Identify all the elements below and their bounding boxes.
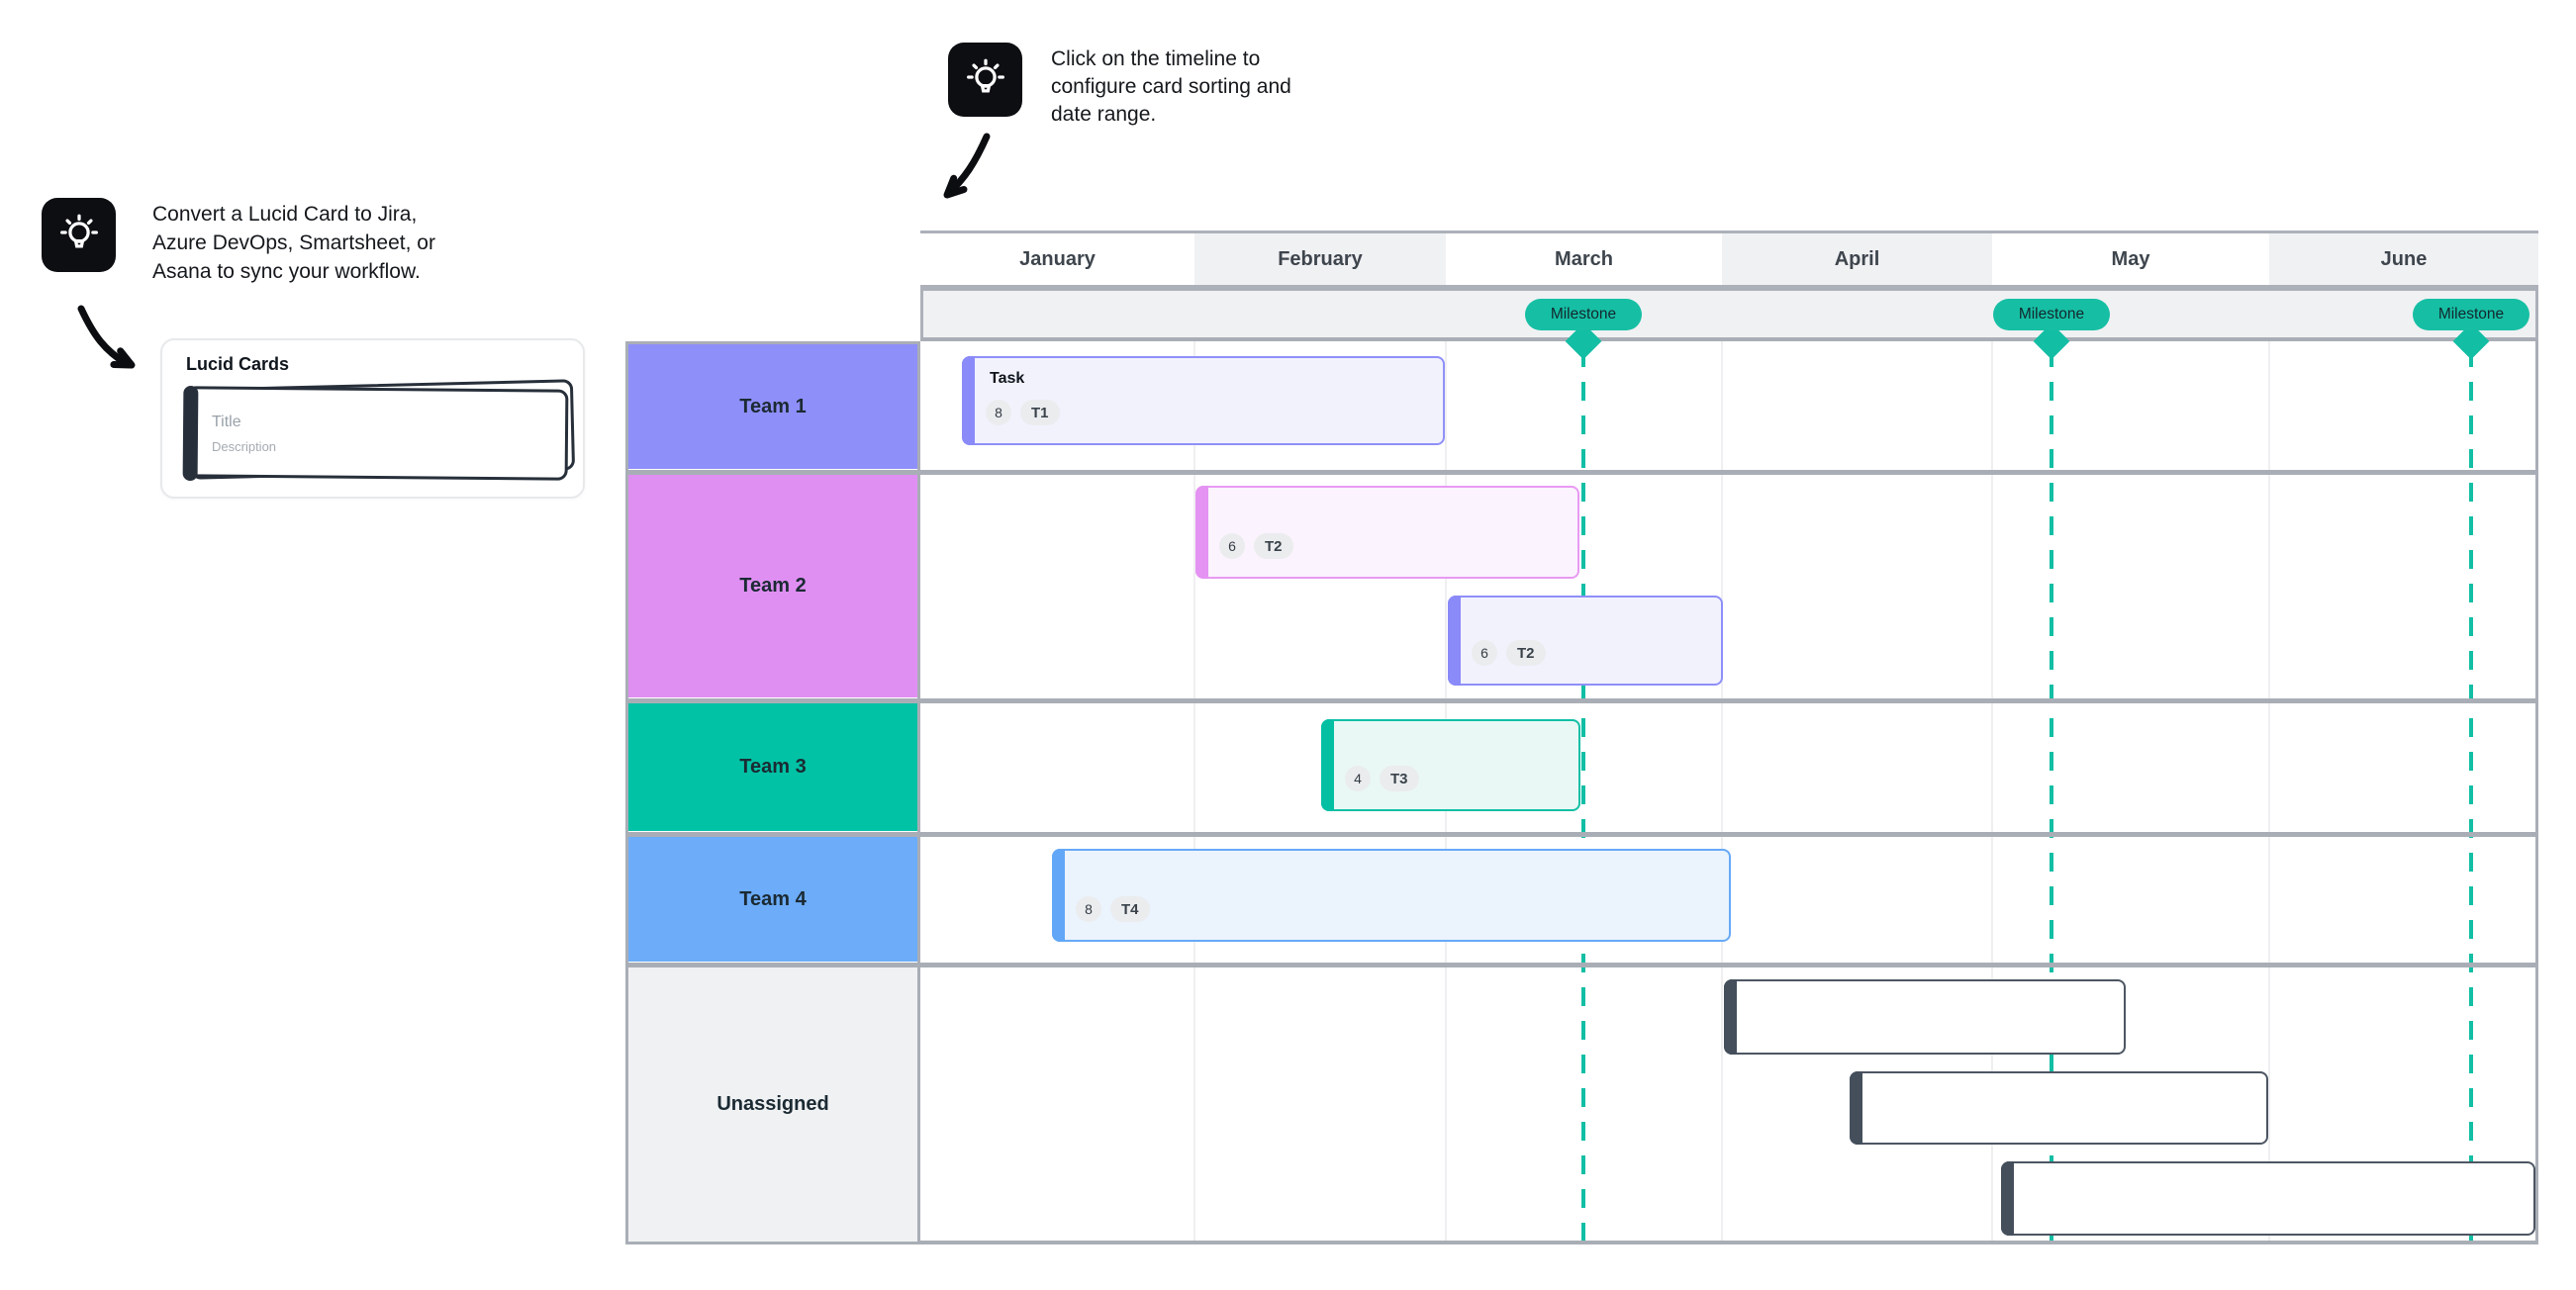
row-label-text: Team 4 (739, 887, 807, 910)
card-title: Task (990, 370, 1025, 387)
left-arrow (77, 305, 131, 368)
sketch-card-body (185, 386, 569, 481)
milestone-dashed-line (1581, 348, 1585, 1241)
card-left-edge (962, 356, 975, 445)
top-arrow (944, 133, 991, 198)
task-card[interactable]: 4 T3 (1321, 719, 1580, 811)
month-cell-june[interactable]: June (2269, 233, 2538, 285)
task-card[interactable] (1850, 1071, 2268, 1145)
milestone-pill[interactable]: Milestone (1993, 299, 2110, 330)
top-tip-line: Click on the timeline to (1051, 47, 1261, 70)
milestone-dashed-line (2469, 348, 2473, 1241)
card-left-edge (2001, 1161, 2014, 1236)
card-count-badge: 6 (1472, 640, 1497, 666)
milestone-pill[interactable]: Milestone (1525, 299, 1642, 330)
task-card[interactable]: 8 T4 (1052, 849, 1731, 942)
task-card[interactable] (1724, 979, 2126, 1055)
row-divider (625, 470, 2538, 475)
timeline-grid[interactable] (920, 341, 2538, 1244)
month-cell-february[interactable]: February (1194, 233, 1446, 285)
milestone-pill-label: Milestone (1550, 306, 1617, 322)
card-badges: 8 T1 (986, 400, 1060, 425)
left-tip-line: Azure DevOps, Smartsheet, or (152, 231, 435, 254)
top-arrow-head (943, 174, 968, 199)
left-tip-line: Asana to sync your workflow. (152, 260, 421, 283)
month-gridline (2268, 341, 2270, 1241)
month-label: June (2380, 247, 2428, 270)
lightbulb-icon (42, 198, 116, 272)
card-description-placeholder: Description (212, 439, 277, 454)
card-tag-chip: T2 (1506, 640, 1546, 666)
task-card[interactable] (2001, 1161, 2535, 1236)
task-card[interactable]: 6 T2 (1448, 596, 1723, 686)
card-badges: 4 T3 (1345, 766, 1419, 791)
top-tip-line: configure card sorting and (1051, 75, 1291, 98)
month-label: February (1278, 247, 1363, 270)
card-tag-chip: T3 (1380, 766, 1419, 791)
task-card[interactable]: Task 8 T1 (962, 356, 1445, 445)
milestone-strip[interactable] (920, 288, 2538, 341)
row-label-team-3[interactable]: Team 3 (628, 703, 917, 831)
top-tip-line: date range. (1051, 103, 1157, 126)
card-badges: 6 T2 (1472, 640, 1546, 666)
left-tip-text: Convert a Lucid Card to Jira, Azure DevO… (152, 200, 435, 286)
card-count-badge: 8 (1076, 896, 1101, 922)
card-left-edge (1195, 486, 1208, 579)
row-divider (625, 698, 2538, 703)
lucid-card-sketch[interactable]: Title Description (182, 379, 576, 482)
timeline-months-header[interactable]: January February March April May June (920, 230, 2538, 288)
month-label: May (2111, 247, 2150, 270)
card-tag-chip: T2 (1254, 533, 1293, 559)
row-label-text: Unassigned (716, 1093, 829, 1115)
card-left-edge (1850, 1071, 1862, 1145)
row-divider (625, 963, 2538, 968)
card-count-badge: 6 (1219, 533, 1245, 559)
card-title-placeholder: Title (212, 414, 241, 430)
row-label-text: Team 2 (739, 575, 807, 597)
milestone-pill-label: Milestone (2437, 306, 2505, 322)
card-left-edge (1321, 719, 1334, 811)
month-label: January (1019, 247, 1096, 270)
lucid-cards-panel[interactable]: Lucid Cards Title Description (160, 338, 585, 499)
month-cell-march[interactable]: March (1446, 233, 1722, 285)
row-label-team-4[interactable]: Team 4 (628, 837, 917, 962)
row-label-team-2[interactable]: Team 2 (628, 475, 917, 697)
month-gridline (1193, 341, 1195, 1241)
month-cell-april[interactable]: April (1722, 233, 1992, 285)
row-label-text: Team 3 (739, 756, 807, 778)
row-label-unassigned[interactable]: Unassigned (628, 968, 917, 1242)
month-cell-january[interactable]: January (920, 233, 1194, 285)
milestone-pill[interactable]: Milestone (2413, 299, 2529, 330)
lightbulb-icon (948, 43, 1022, 117)
task-card[interactable]: 6 T2 (1195, 486, 1579, 579)
card-badges: 8 T4 (1076, 896, 1150, 922)
card-left-edge (1448, 596, 1461, 686)
card-left-edge (1724, 979, 1737, 1055)
sketch-card-left-bar (182, 385, 199, 482)
card-tag-chip: T1 (1020, 400, 1060, 425)
left-tip-line: Convert a Lucid Card to Jira, (152, 203, 418, 226)
card-tag-chip: T4 (1110, 896, 1150, 922)
row-divider (625, 832, 2538, 837)
top-tip-text: Click on the timeline to configure card … (1051, 46, 1291, 129)
month-label: March (1555, 247, 1613, 270)
card-badges: 6 T2 (1219, 533, 1293, 559)
milestone-pill-label: Milestone (2018, 306, 2085, 322)
lucid-cards-panel-title: Lucid Cards (186, 354, 290, 374)
card-left-edge (1052, 849, 1065, 942)
month-gridline (1721, 341, 1723, 1241)
left-arrow-head (110, 347, 136, 369)
row-label-team-1[interactable]: Team 1 (628, 344, 917, 469)
card-count-badge: 4 (1345, 766, 1371, 791)
row-label-text: Team 1 (739, 395, 807, 417)
card-count-badge: 8 (986, 400, 1011, 425)
month-label: April (1834, 247, 1880, 270)
month-cell-may[interactable]: May (1992, 233, 2269, 285)
milestone-dashed-line (2050, 348, 2053, 1241)
month-gridline (1991, 341, 1993, 1241)
